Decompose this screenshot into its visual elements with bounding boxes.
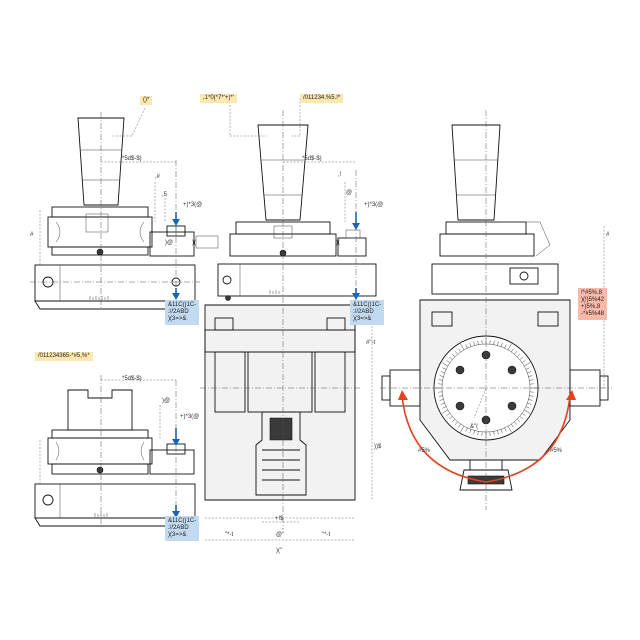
dial-tick bbox=[477, 340, 479, 345]
callout-blue-note-3: &11C()1C- ://2ABD )(3=>& bbox=[165, 516, 200, 541]
dial-tick bbox=[493, 340, 495, 345]
dial-tick bbox=[438, 379, 443, 381]
dim-label-plus1: +)*3(@ bbox=[183, 202, 202, 208]
dim-label-at2: @ bbox=[346, 190, 352, 196]
dial-tick bbox=[523, 362, 531, 367]
dial-tick bbox=[497, 430, 499, 435]
dial-tick bbox=[458, 423, 461, 428]
dial-tick bbox=[507, 425, 512, 433]
dial-tick bbox=[458, 348, 461, 353]
dim-label-bracket1: )( bbox=[192, 240, 196, 246]
dial-tick bbox=[504, 427, 507, 432]
view-right bbox=[380, 110, 612, 510]
dim-label-ds: ))$ bbox=[374, 444, 382, 450]
dial-tick bbox=[527, 402, 532, 405]
dial-tick bbox=[500, 429, 503, 434]
dial-tick bbox=[442, 367, 447, 370]
dial-tick bbox=[465, 344, 468, 349]
dial-tick bbox=[504, 344, 507, 349]
dim-label-hash5-right: #5% bbox=[550, 448, 563, 454]
dial-tick bbox=[440, 371, 445, 374]
dial-tick bbox=[465, 427, 468, 432]
dim-label-paren: )(" bbox=[276, 548, 282, 554]
dial-tick bbox=[477, 431, 479, 436]
view-middle bbox=[200, 98, 377, 541]
callout-blue-note-2: &11C()1C- ://2ABD )(3=>& bbox=[350, 300, 385, 325]
dial-tick bbox=[500, 342, 503, 347]
dim-label-at1: )@ bbox=[165, 240, 173, 246]
dim-label-small-j: ,! bbox=[338, 172, 342, 178]
dial-tick bbox=[446, 360, 451, 363]
dial-tick bbox=[521, 360, 526, 363]
dim-label-hash1: ,# bbox=[155, 174, 161, 180]
dim-label-d1: *5d$-$) bbox=[122, 156, 142, 162]
dial-tick bbox=[525, 406, 530, 409]
callout-bottom-left-title: /011234365-*#5,%* bbox=[35, 352, 93, 361]
dial-tick bbox=[511, 348, 514, 353]
dial-tick bbox=[521, 413, 526, 416]
dial-tick bbox=[446, 413, 451, 416]
dial-tick bbox=[493, 431, 495, 436]
dial-tick bbox=[439, 375, 444, 377]
callout-blue-note-1: &11C()1C- ://2ABD )(3=>& bbox=[165, 300, 200, 325]
dial-tick bbox=[497, 341, 499, 346]
dial-tick bbox=[460, 425, 465, 433]
dial-tick bbox=[473, 430, 475, 435]
dial-tick bbox=[525, 367, 530, 370]
dial-tick bbox=[514, 421, 518, 425]
callout-top-mid-left: ,1*0(*7*'+)*' bbox=[200, 94, 237, 103]
dial-tick bbox=[528, 375, 533, 377]
dial-tick bbox=[516, 418, 521, 423]
dim-label-plus-s: +!$ bbox=[275, 516, 284, 522]
dim-label-bracket2: )( bbox=[336, 240, 340, 246]
dial-tick bbox=[519, 416, 523, 420]
dial-tick bbox=[451, 418, 456, 423]
dial-tick bbox=[441, 409, 449, 414]
dial-tick bbox=[529, 379, 534, 381]
callout-top-left: ()* bbox=[140, 96, 153, 105]
dial-tick bbox=[511, 423, 514, 428]
dial-tick bbox=[440, 402, 445, 405]
dial-tick bbox=[449, 356, 453, 360]
dim-label-hash-v: # bbox=[30, 232, 34, 238]
dial-tick bbox=[441, 362, 449, 367]
dim-label-hash-t: #"-t bbox=[366, 340, 375, 346]
dim-label-plus2: +)*3(@ bbox=[364, 202, 383, 208]
view-top-left bbox=[30, 107, 219, 310]
callout-right-spec: !*#5%.8 )(!)5%42 +)5%.8 -*#5%48 bbox=[578, 288, 608, 320]
dial-tick bbox=[451, 353, 456, 358]
dial-tick bbox=[529, 395, 534, 397]
dial-tick bbox=[442, 406, 447, 409]
dim-label-amp: &"( bbox=[470, 424, 478, 430]
dim-label-hash-v2: # bbox=[606, 232, 610, 238]
dim-label-at3: )@ bbox=[162, 398, 170, 404]
dial-tick bbox=[460, 343, 465, 351]
dial-tick bbox=[514, 351, 518, 355]
dim-label-t-right: "*-t bbox=[322, 532, 330, 538]
dial-tick bbox=[438, 395, 443, 397]
dial-tick bbox=[454, 421, 458, 425]
dial-tick bbox=[519, 356, 523, 360]
dial-tick bbox=[469, 429, 472, 434]
dial-tick bbox=[527, 371, 532, 374]
dim-label-hash5-left: #5% bbox=[418, 448, 431, 454]
dim-label-at-quote: @" bbox=[276, 532, 284, 538]
callout-top-mid-right: /011234.%5.!* bbox=[300, 94, 344, 103]
dim-label-five1: ,5 bbox=[162, 192, 168, 198]
dim-label-plus3: +)*3(@ bbox=[180, 414, 199, 420]
dial-tick bbox=[454, 351, 458, 355]
dial-tick bbox=[523, 409, 531, 414]
dial-tick bbox=[528, 399, 533, 401]
dial-tick bbox=[469, 342, 472, 347]
dial-tick bbox=[507, 343, 512, 351]
dial-tick bbox=[439, 399, 444, 401]
dial-tick bbox=[473, 341, 475, 346]
dial-tick bbox=[449, 416, 453, 420]
dim-label-d2: *5d$-$) bbox=[302, 156, 322, 162]
dim-label-d3: *5d$-$) bbox=[122, 376, 142, 382]
dim-label-t-left: "*-t bbox=[225, 532, 233, 538]
dial-tick bbox=[516, 353, 521, 358]
